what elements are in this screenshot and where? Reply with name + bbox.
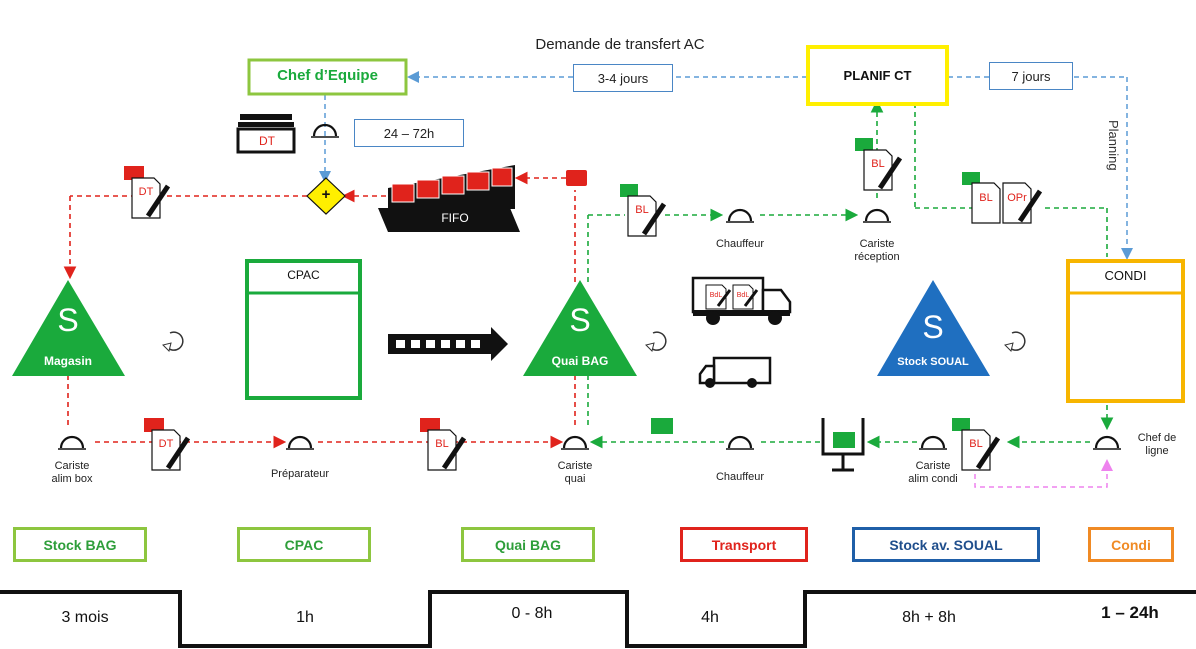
cpac-process-box [245, 259, 362, 400]
label-chauffeur-top: Chauffeur [715, 238, 765, 250]
triangle-label-magasin: Magasin [43, 354, 92, 368]
fifo-label: FIFO [441, 211, 469, 225]
label-chef-de-ligne: Chef de ligne [1137, 432, 1177, 457]
doc-bl-condi-top: BL [979, 192, 993, 204]
label-cariste-reception: Cariste réception [854, 238, 900, 263]
dt-document-icon-top [124, 166, 171, 219]
bl-document-icon-quai [620, 184, 667, 237]
stage-transport: Transport [680, 527, 808, 562]
doc-dt-bottom: DT [158, 438, 174, 450]
truck-icon [698, 356, 772, 388]
triangle-label-soual: Stock SOUAL [897, 356, 969, 368]
operator-icon [56, 435, 88, 451]
red-flow-lines [63, 171, 576, 449]
duration-3-4-days: 3-4 jours [573, 64, 673, 92]
operator-icon [917, 435, 949, 451]
s-letter: S [922, 309, 944, 345]
kanban-post-icon [821, 418, 865, 472]
green-flow-lines [587, 99, 1114, 449]
operator-icon [724, 435, 756, 451]
dt-document-icon-bottom [144, 418, 191, 471]
doc-bl-condi-bottom: BL [969, 438, 983, 450]
triangle-label-quai: Quai BAG [551, 354, 609, 368]
bl-opr-document-icon [962, 172, 1043, 224]
cycle-icon [645, 331, 667, 352]
cpac-title: CPAC [287, 268, 320, 282]
condi-title: CONDI [1104, 268, 1147, 283]
pink-flow-line [974, 459, 1113, 488]
stage-stock-bag: Stock BAG [13, 527, 147, 562]
plus-diamond-icon [306, 177, 346, 215]
duration-24-72h: 24 – 72h [354, 119, 464, 147]
cycle-icon [162, 331, 184, 352]
planning-label: Planning [1106, 120, 1121, 171]
timeline-ladder [0, 590, 1196, 648]
triangle-quai-bag [523, 280, 637, 376]
top-label: Demande de transfert AC [535, 36, 705, 53]
doc-bl-quai: BL [635, 204, 649, 216]
timeline-stock-soual: 8h + 8h [902, 609, 956, 626]
doc-opr: OPr [1007, 192, 1027, 204]
truck-doc-bdl-1: BdL [709, 292, 723, 299]
fifo-lane-icon [378, 165, 520, 232]
chef-equipe-label: Chef d’Equipe [277, 67, 378, 84]
bl-document-icon-reception [855, 138, 903, 191]
stage-stock-av-soual: Stock av. SOUAL [852, 527, 1040, 562]
truck-with-documents-icon [691, 276, 792, 325]
cycle-icon [1004, 331, 1026, 352]
operator-icon [861, 208, 893, 224]
stage-cpac: CPAC [237, 527, 371, 562]
operator-icon [1091, 435, 1123, 451]
bl-document-icon-condi [952, 418, 1001, 471]
doc-dt-top: DT [138, 186, 154, 198]
label-cariste-alim-box: Cariste alim box [51, 460, 93, 485]
label-cariste-quai: Cariste quai [557, 460, 593, 485]
doc-bl-cpac: BL [435, 438, 449, 450]
s-letter: S [569, 302, 591, 338]
triangle-stock-bag [12, 280, 125, 376]
timeline-condi: 1 – 24h [1101, 603, 1159, 622]
green-kanban-icon [651, 418, 673, 434]
truck-doc-bdl-2: BdL [736, 292, 750, 299]
chef-equipe-box [247, 58, 408, 96]
timeline-quai-bag: 0 - 8h [511, 605, 553, 622]
operator-icon [724, 208, 756, 224]
label-preparateur: Préparateur [270, 468, 330, 480]
timeline-transport: 4h [701, 609, 719, 626]
s-letter: S [57, 302, 79, 338]
triangle-stock-soual [877, 280, 990, 376]
bl-document-icon-cpac [420, 418, 467, 471]
operator-icon [559, 435, 591, 451]
condi-process-box [1066, 259, 1185, 403]
planif-label: PLANIF CT [843, 68, 912, 83]
timeline-stock-bag: 3 mois [61, 609, 109, 626]
duration-7-days: 7 jours [989, 62, 1073, 90]
stage-quai-bag: Quai BAG [461, 527, 595, 562]
red-kanban-icon [566, 170, 587, 186]
label-cariste-alim-condi: Cariste alim condi [908, 460, 958, 485]
dt-post-label: DT [259, 134, 275, 148]
operator-icon [284, 435, 316, 451]
timeline-cpac: 1h [296, 609, 314, 626]
planif-box [806, 45, 949, 106]
plus-label: + [321, 186, 331, 203]
label-chauffeur-bottom: Chauffeur [715, 471, 765, 483]
dt-kanban-post-icon [236, 114, 296, 154]
doc-bl-reception: BL [871, 158, 885, 170]
stage-condi: Condi [1088, 527, 1174, 562]
push-arrow-icon [388, 327, 508, 361]
